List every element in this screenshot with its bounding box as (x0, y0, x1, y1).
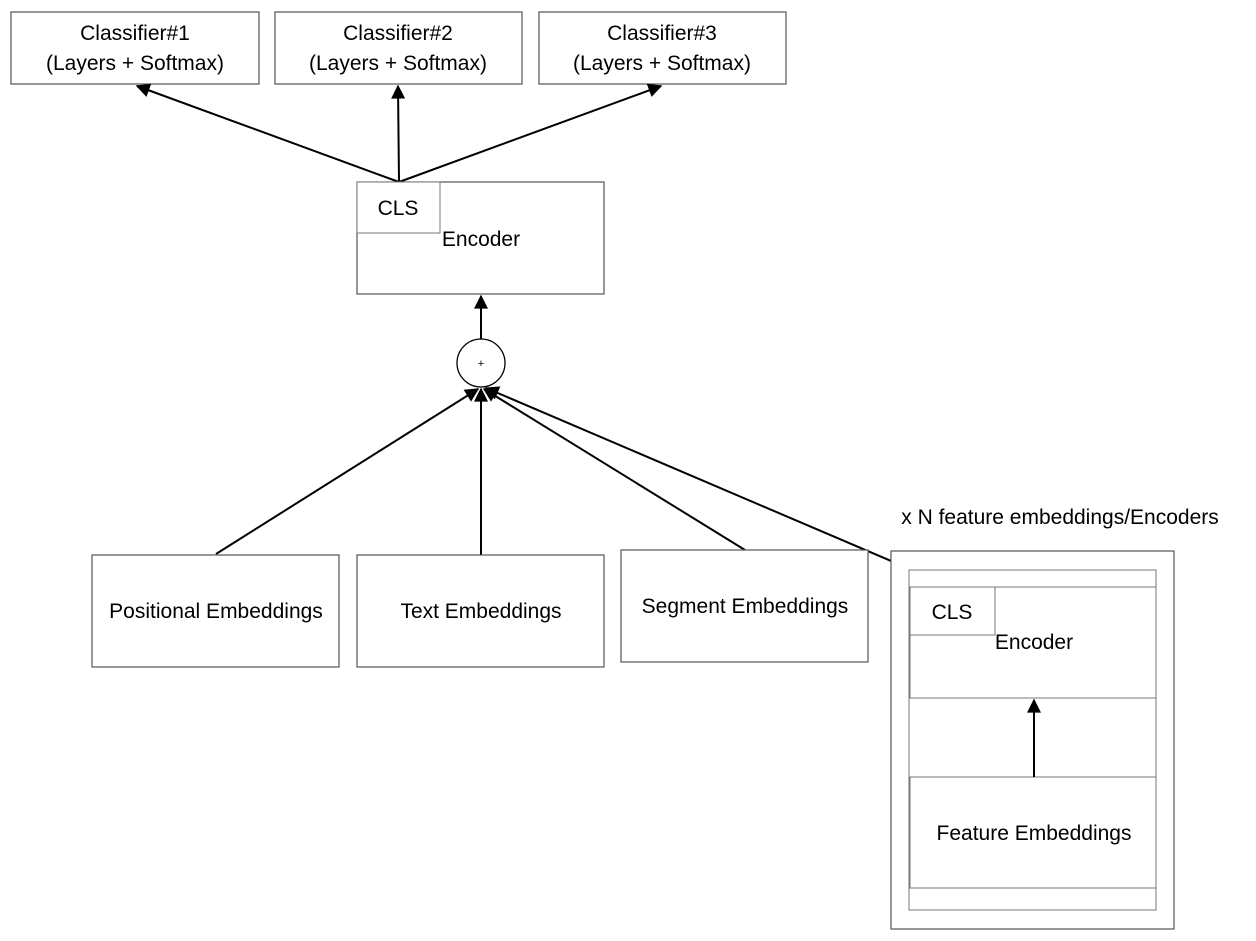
main-encoder-label: Encoder (442, 228, 520, 251)
classifier-1-subtitle: (Layers + Softmax) (46, 52, 224, 75)
classifier-3-subtitle: (Layers + Softmax) (573, 52, 751, 75)
arrow-cls-to-classifier-3 (398, 83, 663, 183)
classifier-3-title: Classifier#3 (607, 22, 717, 45)
arrow-positional-to-sum (215, 388, 480, 555)
text-embeddings-label: Text Embeddings (400, 600, 561, 623)
feature-encoder-label: Encoder (995, 631, 1073, 654)
plus-icon: + (478, 358, 484, 370)
sum-node: + (456, 338, 506, 388)
main-cls-label: CLS (378, 197, 419, 220)
classifier-1: Classifier#1 (Layers + Softmax) (10, 11, 260, 85)
classifier-2-subtitle: (Layers + Softmax) (309, 52, 487, 75)
segment-embeddings-box: Segment Embeddings (620, 549, 869, 663)
feature-embeddings-box (909, 776, 1157, 889)
feature-cls-label: CLS (932, 601, 973, 624)
text-embeddings-box: Text Embeddings (356, 554, 605, 668)
arrow-cls-to-classifier-1 (135, 83, 400, 183)
classifier-1-title: Classifier#1 (80, 22, 190, 45)
feature-group: CLS Encoder Feature Embeddings (890, 550, 1175, 930)
classifier-2-title: Classifier#2 (343, 22, 453, 45)
main-encoder: CLS Encoder (356, 181, 605, 295)
classifier-2: Classifier#2 (Layers + Softmax) (274, 11, 523, 85)
classifier-3: Classifier#3 (Layers + Softmax) (538, 11, 787, 85)
arrow-feature-cls-to-sum (484, 386, 953, 588)
positional-embeddings-box: Positional Embeddings (91, 554, 340, 668)
main-cls-token (356, 181, 441, 234)
arrow-cls-to-classifier-2 (391, 84, 406, 183)
arrow-segment-to-sum (482, 388, 746, 551)
feature-cls-token (909, 586, 996, 636)
positional-embeddings-label: Positional Embeddings (109, 600, 323, 623)
feature-embeddings-label: Feature Embeddings (937, 822, 1132, 845)
segment-embeddings-label: Segment Embeddings (642, 595, 849, 618)
feature-group-caption: x N feature embeddings/Encoders (901, 506, 1219, 529)
